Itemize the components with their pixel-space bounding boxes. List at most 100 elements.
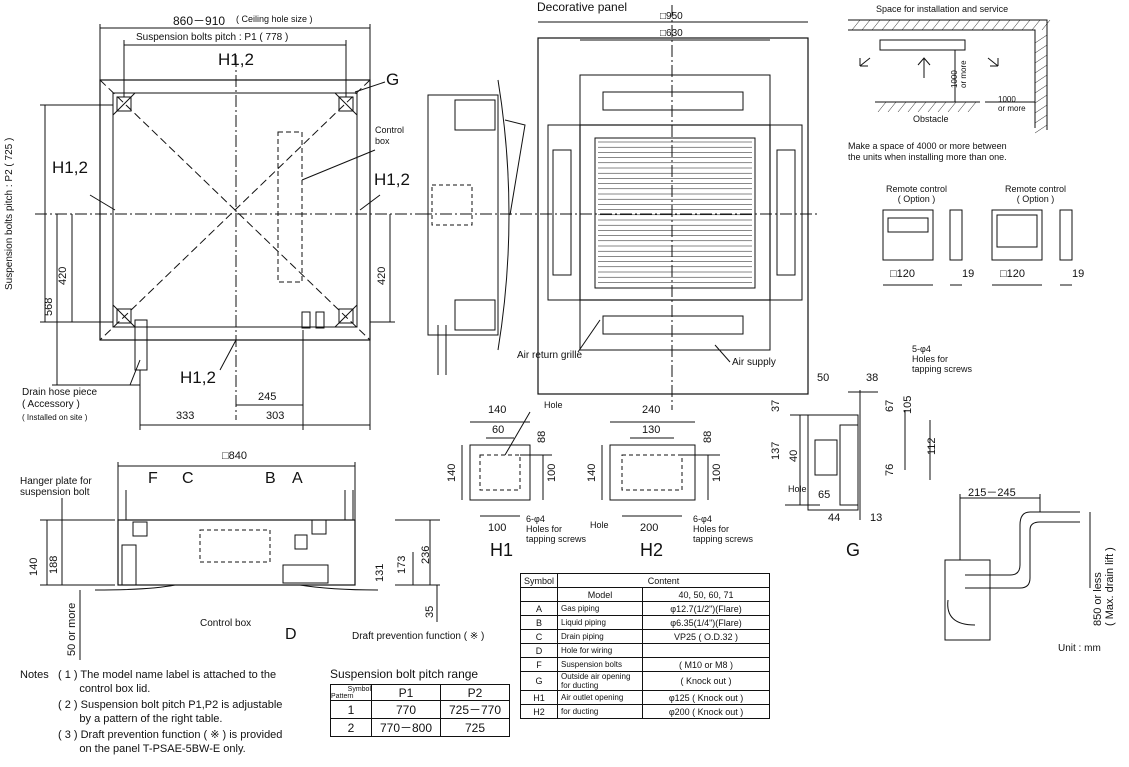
service-space-diagram (848, 19, 1051, 134)
g-d65: 65 (818, 489, 831, 501)
dim-950: □950 (660, 11, 683, 22)
symbol-cell: B (519, 615, 559, 630)
description-cell: Liquid piping (557, 615, 644, 630)
h1-d140: 140 (488, 404, 507, 416)
pitch-r1-p2: 725－770 (440, 700, 510, 719)
dim-333: 333 (176, 410, 195, 422)
control-box-label: Control box (375, 125, 405, 146)
h1-label: H1 (490, 540, 514, 560)
content-header: Content (557, 573, 771, 588)
hatch-line (1034, 124, 1048, 134)
description-cell: Drain piping (557, 629, 644, 644)
hatch-line (907, 101, 917, 113)
dim-303: 303 (266, 410, 285, 422)
spec-cell: φ125 ( Knock out ) (642, 690, 771, 705)
label-c: C (182, 470, 194, 487)
hatch-line (871, 19, 881, 31)
g-detail-label: G (846, 540, 861, 560)
description-cell: Air outlet opening (557, 690, 644, 705)
dim-568: 568 (43, 297, 55, 316)
hatch-line (1001, 19, 1011, 31)
hatch-line (1034, 34, 1048, 44)
note-2: ( 2 ) Suspension bolt pitch P1,P2 is adj… (58, 699, 283, 725)
hatch-line (1034, 54, 1048, 64)
service-note: Make a space of 4000 or more between the… (848, 141, 1007, 162)
dim-120b: □120 (1000, 268, 1025, 280)
pitch-header-p1: P1 (371, 684, 441, 701)
g-d13: 13 (870, 512, 883, 524)
g-d112: 112 (926, 437, 938, 455)
g-d67: 67 (884, 399, 896, 412)
dim-140-side: 140 (28, 557, 40, 576)
note-1: ( 1 ) The model name label is attached t… (58, 669, 277, 695)
pitch-r2-pattern: 2 (330, 718, 372, 737)
dim-188: 188 (48, 555, 60, 574)
spec-cell: ( M10 or M8 ) (642, 657, 771, 672)
service-title: Space for installation and service (876, 4, 1009, 14)
dim-131: 131 (374, 563, 386, 582)
remote1-label: Remote control ( Option ) (886, 184, 948, 204)
spec-cell: φ6.35(1/4")(Flare) (642, 615, 771, 630)
hatch-line (1034, 114, 1048, 124)
h12-right-label: H1,2 (374, 170, 410, 189)
dim-120a: □120 (890, 268, 915, 280)
notes-title: Notes (20, 669, 49, 681)
pitch-r1-p1: 770 (371, 700, 441, 719)
dim-420-left: 420 (57, 266, 69, 285)
hatch-line (887, 101, 897, 113)
hatch-line (1034, 64, 1048, 74)
hatch-line (1041, 19, 1051, 31)
description-cell: for ducting (557, 704, 644, 719)
hatch-line (897, 101, 907, 113)
decorative-panel (420, 5, 820, 410)
air-supply-label: Air supply (732, 357, 776, 368)
description-cell: Suspension bolts (557, 657, 644, 672)
hatch-line (1034, 94, 1048, 104)
dim-19a: 19 (962, 268, 975, 280)
models-cell: 40, 50, 60, 71 (642, 587, 771, 602)
hatch-line (877, 101, 887, 113)
g-label: G (386, 70, 400, 89)
label-a: A (292, 470, 303, 487)
pitch-table-title: Suspension bolt pitch range (330, 667, 479, 681)
h12-top-label: H1,2 (218, 50, 254, 69)
spec-cell: VP25 ( O.D.32 ) (642, 629, 771, 644)
hatch-line (911, 19, 921, 31)
hatch-line (891, 19, 901, 31)
ceiling-note: ( Ceiling hole size ) (236, 14, 313, 24)
hatch-line (861, 19, 871, 31)
panel-title: Decorative panel (537, 0, 628, 14)
hatch-line (947, 101, 957, 113)
h1-d140v: 140 (446, 463, 458, 482)
drain-lift-diagram (944, 494, 1091, 641)
hatch-line (991, 19, 1001, 31)
hatch-line (941, 19, 951, 31)
h2-d100v: 100 (711, 463, 723, 482)
h2-d200: 200 (640, 522, 659, 534)
drain-hose-label: Drain hose piece (22, 387, 98, 398)
h2-d130: 130 (642, 424, 661, 436)
hatch-line (1034, 74, 1048, 84)
symbol-cell: F (519, 657, 559, 672)
spec-cell: ( Knock out ) (642, 671, 771, 691)
pitch-r2-p1: 770－800 (371, 718, 441, 737)
pitch-header-p2: P2 (440, 684, 510, 701)
g-d40: 40 (788, 449, 800, 462)
symbol-cell: G (519, 671, 559, 691)
h2-holes: 6-φ4 Holes for tapping screws (693, 514, 754, 544)
symbol-cell: A (519, 601, 559, 616)
g-d44: 44 (828, 512, 841, 524)
dim-236: 236 (420, 545, 432, 564)
top-view (35, 24, 420, 430)
description-cell: Outside air opening for ducting (557, 671, 644, 691)
label-b: B (265, 470, 276, 487)
hanger-label: Hanger plate for suspension bolt (20, 476, 92, 498)
hatch-line (951, 19, 961, 31)
hatch-line (1034, 84, 1048, 94)
g-d137: 137 (770, 441, 782, 460)
